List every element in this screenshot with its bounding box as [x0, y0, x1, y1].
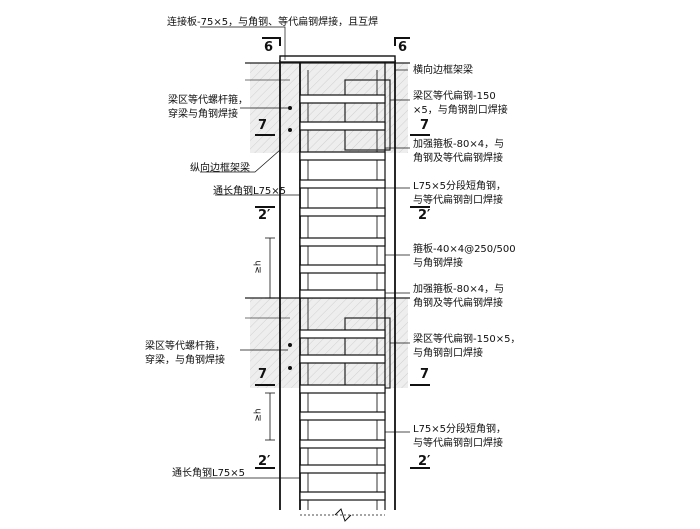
- label-through-angle-top: 通长角钢L75×5: [213, 186, 287, 197]
- label-longitudinal-beam: 纵向边框架梁: [190, 163, 250, 174]
- label-transverse-beam: 横向边框架梁: [413, 65, 473, 76]
- label-short-angle-top-2: 与等代扁钢剖口焊接: [413, 195, 503, 206]
- section-6-right-mark: [394, 37, 410, 46]
- section-mark-2prime-top-left: 2′: [258, 208, 271, 223]
- connection-plate: [279, 55, 396, 63]
- dimension-h-upper: ≥h: [253, 260, 264, 274]
- batten-plates-upper: [299, 94, 386, 299]
- section-mark-7-bot-left: 7: [258, 367, 268, 382]
- dimension-h-lower: ≥h: [253, 408, 264, 422]
- flat-steel-top: [344, 79, 391, 151]
- label-beam-zone-bolt-bot-1: 梁区等代螺杆箍，: [145, 341, 225, 352]
- label-batten-1: 箍板-40×4@250/500: [413, 244, 516, 255]
- label-batten-2: 与角钢焊接: [413, 258, 463, 269]
- section-mark-2prime-bot-left: 2′: [258, 454, 271, 469]
- section-6-left-mark: [262, 37, 281, 46]
- section-mark-2prime-bot-right: 2′: [418, 454, 431, 469]
- label-flat-steel-top-2: ×5，与角钢剖口焊接: [413, 105, 508, 116]
- label-short-angle-bot-1: L75×5分段短角钢，: [413, 424, 507, 435]
- label-short-angle-bot-2: 与等代扁钢剖口焊接: [413, 438, 503, 449]
- label-reinf-plate-mid-1: 加强箍板-80×4，与: [413, 284, 505, 295]
- label-reinf-plate-mid-2: 角钢及等代扁钢焊接: [413, 298, 503, 309]
- label-reinf-plate-top-1: 加强箍板-80×4，与: [413, 139, 505, 150]
- label-reinf-plate-top-2: 角钢及等代扁钢焊接: [413, 153, 503, 164]
- label-flat-steel-bot-2: 与角钢剖口焊接: [413, 348, 483, 359]
- section-mark-6-left: 6: [264, 40, 274, 55]
- beam-zone-mid-hatch: [250, 298, 408, 388]
- label-short-angle-top-1: L75×5分段短角钢，: [413, 181, 507, 192]
- section-mark-7-top-right: 7: [420, 118, 430, 133]
- section-mark-7-top-left: 7: [258, 118, 268, 133]
- batten-plates-lower: [299, 329, 386, 501]
- label-flat-steel-bot-1: 梁区等代扁钢-150×5，: [413, 334, 521, 345]
- leader-lines-right: [385, 69, 410, 433]
- label-beam-zone-bolt-top-1: 梁区等代螺杆箍，: [168, 95, 248, 106]
- label-through-angle-bot: 通长角钢L75×5: [172, 468, 246, 479]
- section-mark-2prime-top-right: 2′: [418, 208, 431, 223]
- label-top-connection-plate: 连接板-75×5，与角钢、等代扁钢焊接，且互焊: [167, 17, 379, 28]
- label-flat-steel-top-1: 梁区等代扁钢-150: [413, 91, 496, 102]
- section-mark-7-bot-right: 7: [420, 367, 430, 382]
- section-mark-6-right: 6: [398, 40, 408, 55]
- leader-lines-left: [200, 26, 300, 479]
- label-beam-zone-bolt-top-2: 穿梁与角钢焊接: [168, 109, 238, 120]
- label-beam-zone-bolt-bot-2: 穿梁，与角钢焊接: [145, 355, 225, 366]
